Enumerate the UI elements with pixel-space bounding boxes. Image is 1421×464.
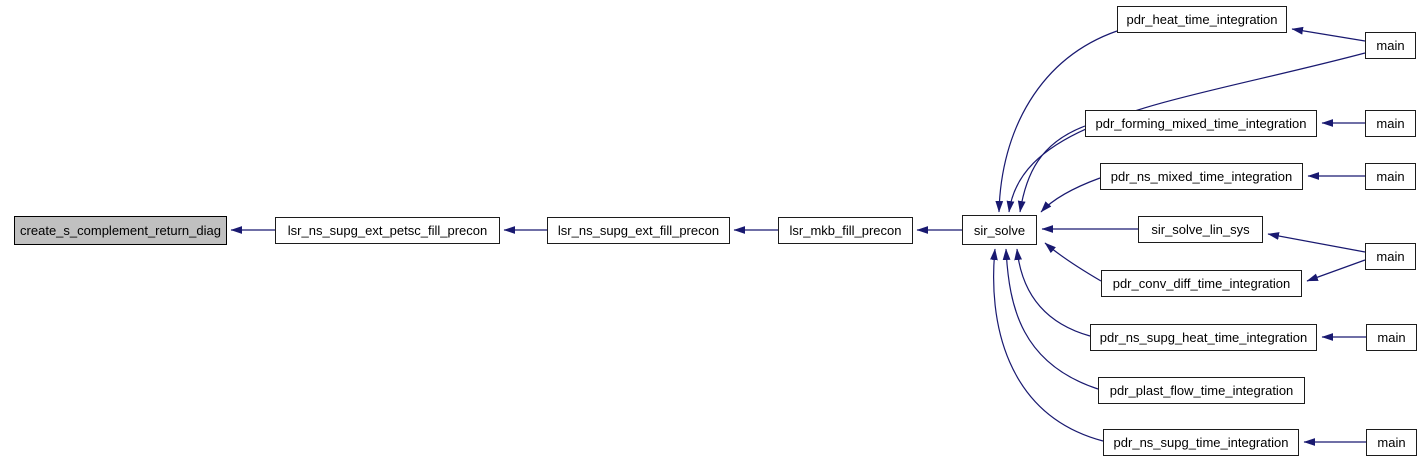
- node-lsr-ns-supg-ext-fill-precon[interactable]: lsr_ns_supg_ext_fill_precon: [547, 217, 730, 244]
- edge-ns-mixed-to-sir-solve: [1040, 177, 1101, 213]
- node-main-4[interactable]: main: [1365, 243, 1416, 270]
- node-label: lsr_mkb_fill_precon: [789, 223, 902, 238]
- node-label: sir_solve: [973, 222, 1026, 238]
- node-label: pdr_plast_flow_time_integration: [1109, 383, 1294, 398]
- node-main-3[interactable]: main: [1365, 163, 1416, 190]
- node-sir-solve[interactable]: sir_solve: [962, 215, 1037, 245]
- node-lsr-ns-supg-ext-petsc-fill-precon[interactable]: lsr_ns_supg_ext_petsc_fill_precon: [275, 217, 500, 244]
- edge-conv-diff-to-sir-solve: [1044, 242, 1102, 282]
- node-pdr-plast-flow-time-integration[interactable]: pdr_plast_flow_time_integration: [1098, 377, 1305, 404]
- node-label: main: [1377, 435, 1406, 450]
- node-sir-solve-lin-sys[interactable]: sir_solve_lin_sys: [1138, 216, 1263, 243]
- node-label: main: [1376, 116, 1405, 131]
- edge-ns-supg-time-to-sir-solve: [990, 248, 1104, 442]
- node-label: pdr_ns_supg_heat_time_integration: [1099, 330, 1308, 345]
- node-pdr-ns-supg-heat-time-integration[interactable]: pdr_ns_supg_heat_time_integration: [1090, 324, 1317, 351]
- node-label: pdr_heat_time_integration: [1126, 12, 1278, 27]
- node-pdr-forming-mixed-time-integration[interactable]: pdr_forming_mixed_time_integration: [1085, 110, 1317, 137]
- node-label: create_s_complement_return_diag: [20, 223, 221, 238]
- node-label: main: [1377, 330, 1406, 345]
- node-label: sir_solve_lin_sys: [1151, 222, 1250, 237]
- node-pdr-heat-time-integration[interactable]: pdr_heat_time_integration: [1117, 6, 1287, 33]
- edge-main4-to-conv-diff: [1306, 259, 1366, 282]
- node-label: pdr_ns_supg_time_integration: [1113, 435, 1289, 450]
- node-label: pdr_forming_mixed_time_integration: [1095, 116, 1307, 131]
- edge-ns-supg-heat-to-sir-solve: [1014, 248, 1091, 337]
- node-label: pdr_ns_mixed_time_integration: [1110, 169, 1293, 184]
- node-label: main: [1376, 169, 1405, 184]
- node-label: lsr_ns_supg_ext_petsc_fill_precon: [287, 223, 488, 238]
- edge-heat-time-integration-to-sir-solve: [995, 30, 1118, 213]
- edge-main4-to-sir-solve-lin-sys: [1267, 232, 1366, 253]
- node-main-6[interactable]: main: [1366, 429, 1417, 456]
- node-main-1[interactable]: main: [1365, 32, 1416, 59]
- node-main-5[interactable]: main: [1366, 324, 1417, 351]
- node-pdr-conv-diff-time-integration[interactable]: pdr_conv_diff_time_integration: [1101, 270, 1302, 297]
- node-create-s-complement-return-diag: create_s_complement_return_diag: [14, 216, 227, 245]
- edge-plast-flow-to-sir-solve: [1002, 248, 1099, 390]
- node-lsr-mkb-fill-precon[interactable]: lsr_mkb_fill_precon: [778, 217, 913, 244]
- node-label: lsr_ns_supg_ext_fill_precon: [557, 223, 720, 238]
- node-main-2[interactable]: main: [1365, 110, 1416, 137]
- node-pdr-ns-mixed-time-integration[interactable]: pdr_ns_mixed_time_integration: [1100, 163, 1303, 190]
- edge-main1-to-heat-time-integration: [1291, 26, 1366, 42]
- node-pdr-ns-supg-time-integration[interactable]: pdr_ns_supg_time_integration: [1103, 429, 1299, 456]
- edge-forming-mixed-to-sir-solve: [1017, 125, 1086, 213]
- node-label: pdr_conv_diff_time_integration: [1112, 276, 1291, 291]
- node-label: main: [1376, 249, 1405, 264]
- node-label: main: [1376, 38, 1405, 53]
